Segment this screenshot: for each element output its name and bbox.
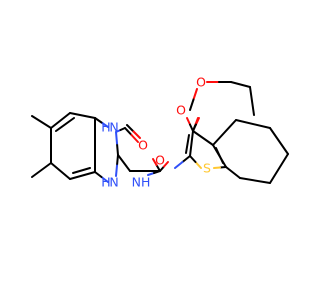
bond-line <box>192 123 197 132</box>
atom-n-amine: N <box>109 175 118 190</box>
bond-line <box>174 161 184 169</box>
bond-line <box>55 117 75 132</box>
bond-line <box>72 167 91 174</box>
bond-line <box>116 154 119 167</box>
bond-line <box>189 155 197 163</box>
bond-line <box>50 162 71 180</box>
bond-line <box>117 154 131 172</box>
bond-line <box>100 121 109 128</box>
bond-line <box>94 171 103 178</box>
bond-line <box>215 147 224 164</box>
bond-line <box>269 127 289 155</box>
bond-line <box>194 161 202 169</box>
atom-label-layer: O O O O S NH H N H N <box>101 75 211 190</box>
bond-line <box>69 112 96 119</box>
bond-line <box>100 176 109 183</box>
bond-line <box>132 130 141 139</box>
bond-line <box>186 117 191 126</box>
bond-line <box>115 164 118 177</box>
bond-line <box>130 134 139 143</box>
atom-o-amide: O <box>155 153 165 168</box>
bond-line <box>31 115 52 129</box>
atom-nh-amide: NH <box>132 175 151 190</box>
bond-line <box>69 171 96 180</box>
atom-o-lactam: O <box>138 138 148 153</box>
bond-line <box>213 166 221 169</box>
bond-line <box>189 98 195 111</box>
atom-h-lactam: H <box>101 120 110 135</box>
bond-line <box>147 172 155 176</box>
bond-line <box>249 86 255 116</box>
bond-line <box>185 134 190 154</box>
bond-line <box>163 161 169 168</box>
bond-line <box>31 162 52 178</box>
bond-line <box>126 124 135 133</box>
atom-n-lactam: N <box>109 120 118 135</box>
bond-line <box>192 88 198 101</box>
bond-line <box>235 119 271 129</box>
bond-line <box>219 166 227 169</box>
bond-line <box>124 127 133 136</box>
atom-s-thiophene: S <box>203 161 211 176</box>
bond-line <box>230 81 251 88</box>
bond-line <box>189 130 194 157</box>
bond-line <box>212 119 237 146</box>
bond-line <box>50 112 71 129</box>
bond-line <box>192 130 214 146</box>
molecule-structure-diagram: O O O O S NH H N H N <box>31 75 289 190</box>
bond-line <box>181 155 191 163</box>
bond-line <box>152 158 158 166</box>
bond-line <box>116 142 119 156</box>
bond-layer <box>31 81 289 184</box>
bond-line <box>195 117 200 126</box>
bond-line <box>239 177 271 184</box>
atom-h-amine: H <box>101 175 110 190</box>
bond-line <box>115 131 118 145</box>
atom-o-ester-ether: O <box>196 75 206 90</box>
bond-line <box>269 153 289 184</box>
atom-o-ester-carbonyl: O <box>176 103 186 118</box>
bond-line <box>94 117 103 124</box>
bond-line <box>225 166 241 179</box>
